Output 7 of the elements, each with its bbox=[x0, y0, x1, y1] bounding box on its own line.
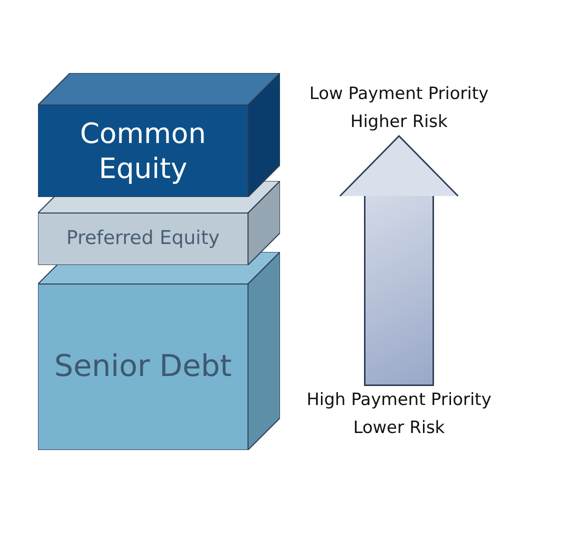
cuboid-block bbox=[38, 252, 280, 450]
cuboid-block bbox=[38, 73, 280, 197]
priority-text: High Payment Priority Lower Risk bbox=[290, 386, 508, 442]
block-label: Senior Debt bbox=[53, 348, 233, 386]
block-label: Common Equity bbox=[78, 116, 208, 187]
block-label: Preferred Equity bbox=[65, 226, 221, 252]
priority-text: Low Payment Priority Higher Risk bbox=[290, 80, 508, 136]
